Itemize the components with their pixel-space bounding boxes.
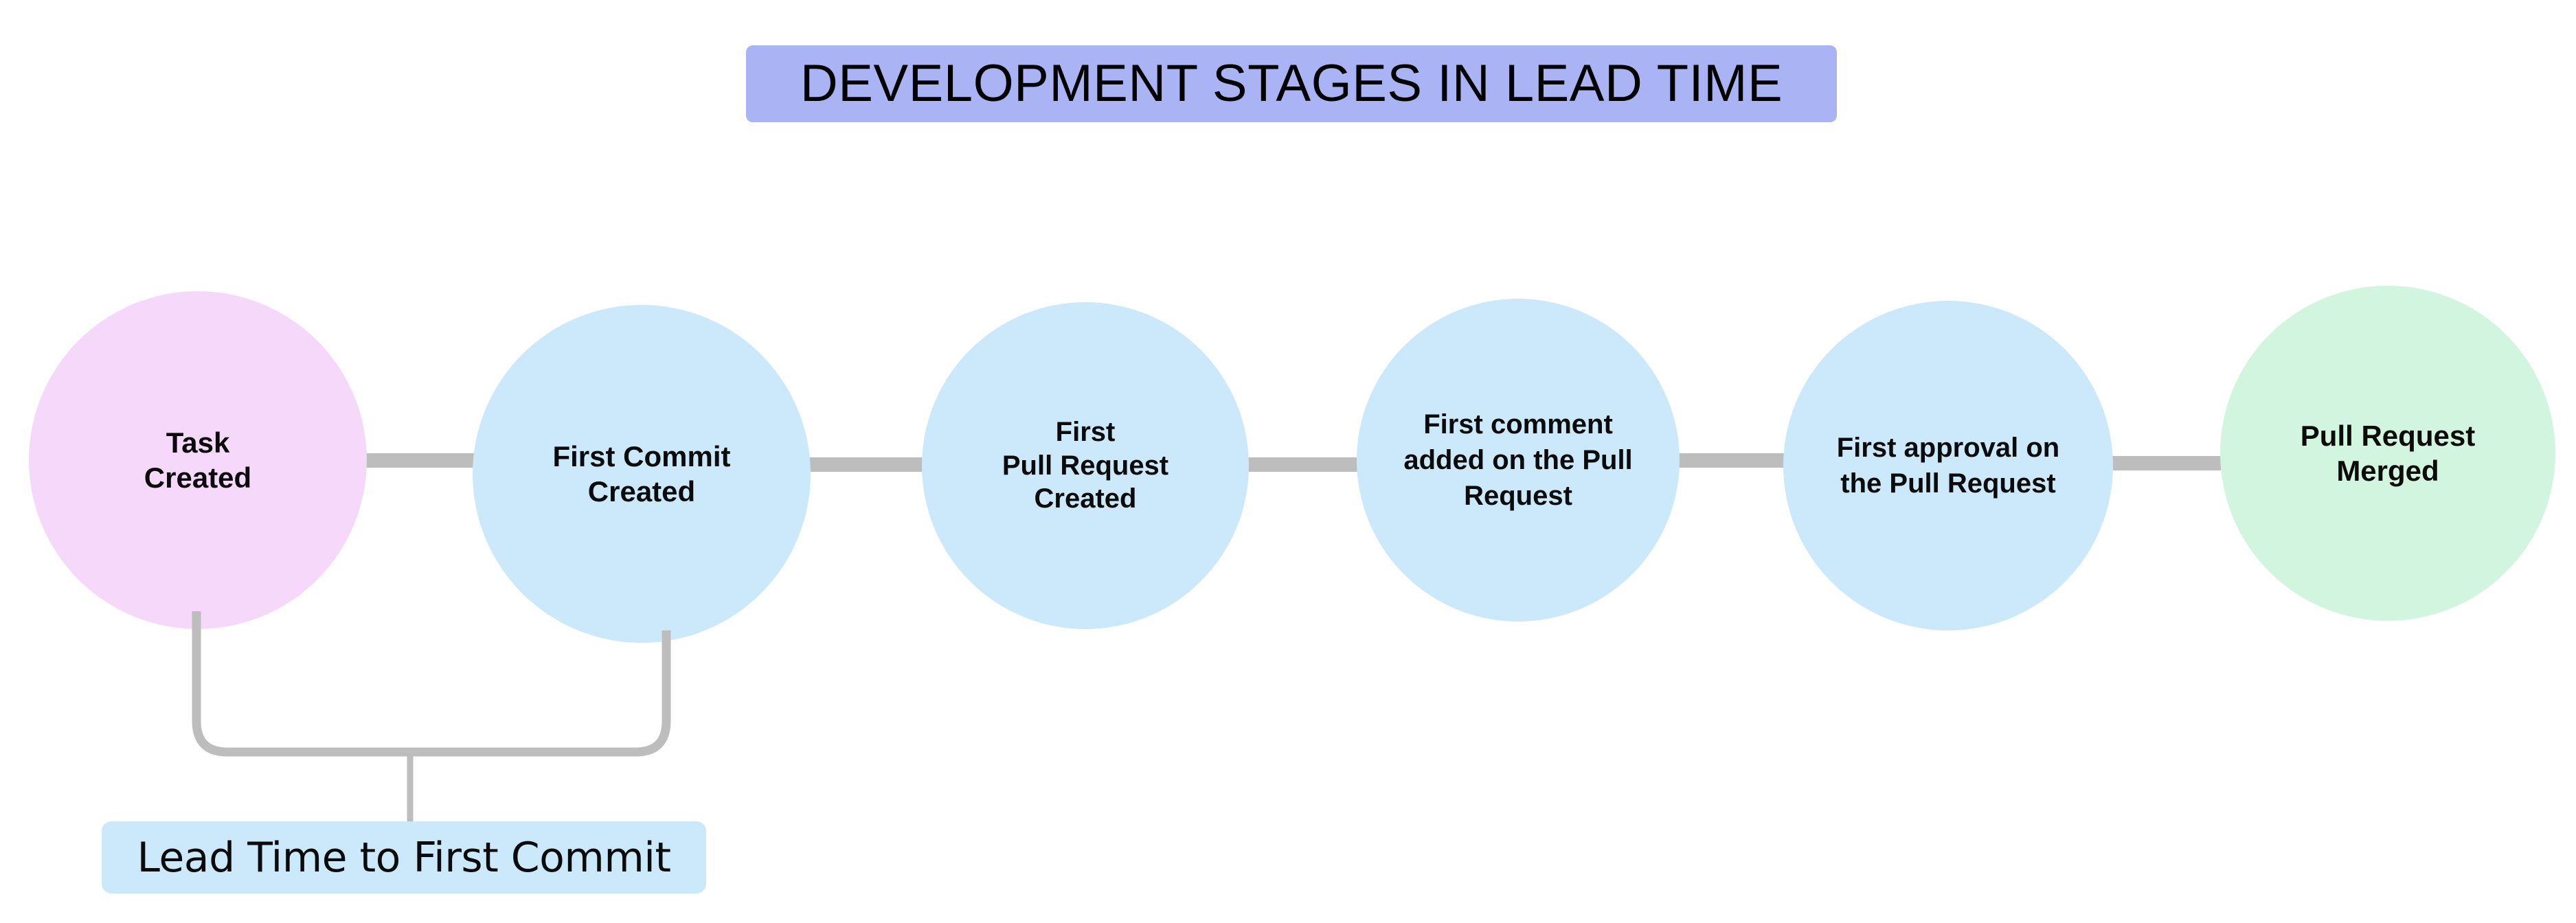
stage-node-task-created[interactable]: Task Created — [29, 291, 367, 629]
connector-task-to-commit — [364, 453, 474, 468]
lead-time-label-chip[interactable]: Lead Time to First Commit — [102, 821, 706, 893]
page-title: DEVELOPMENT STAGES IN LEAD TIME — [800, 54, 1783, 113]
lead-time-label-text: Lead Time to First Commit — [137, 833, 671, 882]
stage-node-first-commit-created[interactable]: First Commit Created — [473, 305, 811, 643]
stage-node-first-comment-added[interactable]: First comment added on the Pull Request — [1357, 299, 1680, 622]
connector-approval-to-merged — [2111, 456, 2221, 470]
stage-label-first-pull-request-created: First Pull Request Created — [1002, 416, 1169, 514]
connector-pr-to-comment — [1247, 457, 1357, 472]
stage-node-pull-request-merged[interactable]: Pull Request Merged — [2220, 286, 2555, 621]
stage-label-first-approval: First approval on the Pull Request — [1836, 433, 2060, 499]
diagram-title-banner: DEVELOPMENT STAGES IN LEAD TIME — [746, 45, 1837, 122]
stage-label-pull-request-merged: Pull Request Merged — [2300, 419, 2476, 487]
stage-node-first-pull-request-created[interactable]: First Pull Request Created — [922, 302, 1249, 629]
connector-comment-to-approval — [1678, 453, 1784, 468]
connector-commit-to-pr — [809, 457, 923, 472]
lead-time-bracket — [192, 611, 671, 821]
stage-label-first-commit-created: First Commit Created — [552, 440, 731, 508]
stage-label-task-created: Task Created — [144, 426, 252, 494]
stage-label-first-comment-added: First comment added on the Pull Request — [1403, 409, 1633, 511]
stage-node-first-approval[interactable]: First approval on the Pull Request — [1783, 301, 2113, 630]
